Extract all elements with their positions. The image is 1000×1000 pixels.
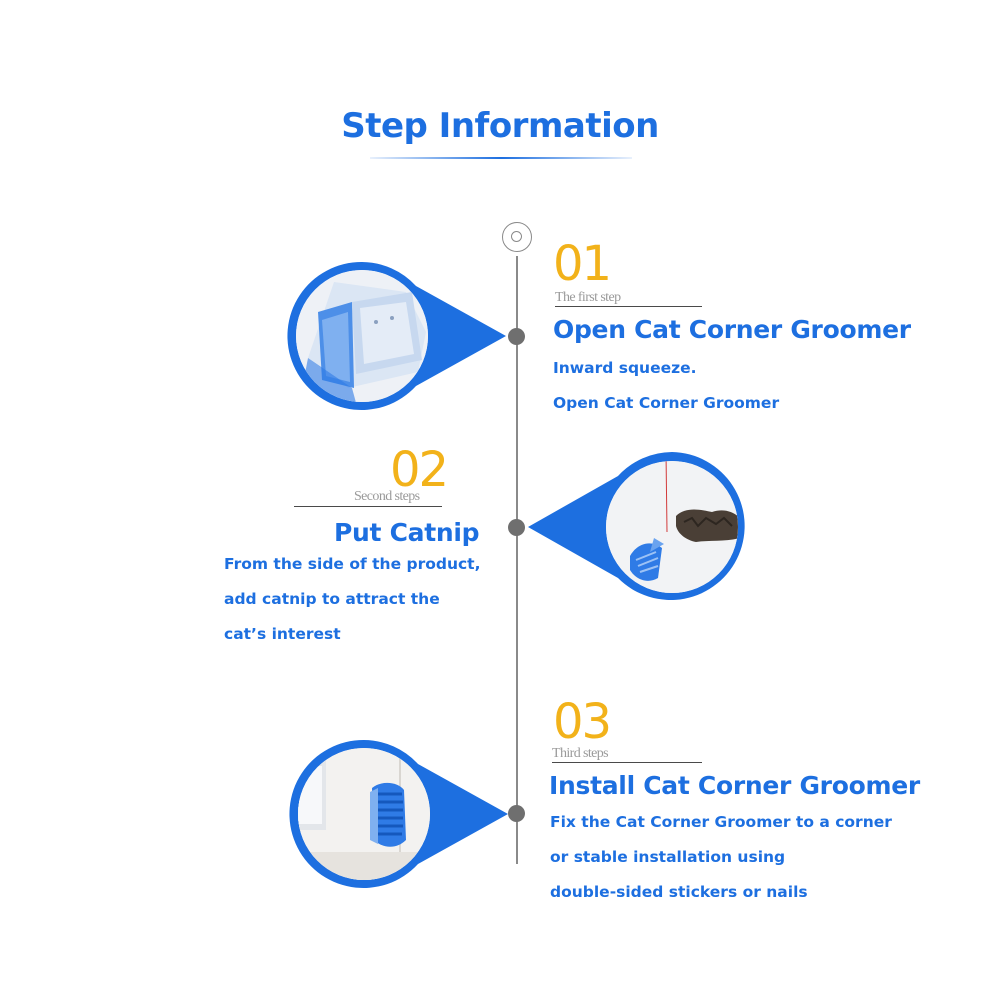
step-3-line-2: or stable installation using <box>550 848 786 866</box>
step-1-line-1: Inward squeeze. <box>553 359 697 377</box>
step-3-line-3: double-sided stickers or nails <box>550 883 808 901</box>
step-3-line-1: Fix the Cat Corner Groomer to a corner <box>550 813 892 831</box>
step-3-number: 03 <box>553 694 612 750</box>
timeline-line <box>516 256 518 864</box>
step-2-line-2: add catnip to attract the <box>224 590 440 608</box>
step-1-description: Inward squeeze. Open Cat Corner Groomer <box>553 351 779 421</box>
step-2-subtitle: Second steps <box>354 489 420 504</box>
step-2-heading: Put Catnip <box>334 518 480 547</box>
catnip-photo <box>528 452 745 600</box>
groomer-closed-photo <box>287 261 506 410</box>
step-1-subtitle-rule <box>555 306 702 307</box>
step-3-subtitle: Third steps <box>552 746 609 761</box>
step-2-description: From the side of the product, add catnip… <box>224 547 480 652</box>
step-1-line-2: Open Cat Corner Groomer <box>553 394 780 412</box>
step-3-subtitle-rule <box>552 762 702 763</box>
timeline-node-3 <box>508 805 525 822</box>
timeline-node-1 <box>508 328 525 345</box>
title-underline <box>370 157 632 159</box>
step-3-description: Fix the Cat Corner Groomer to a corner o… <box>550 805 892 910</box>
timeline-start-ring <box>502 222 532 252</box>
step-1-heading: Open Cat Corner Groomer <box>553 315 911 344</box>
step-2-subtitle-rule <box>294 506 442 507</box>
page-title: Step Information <box>341 106 659 146</box>
step-1-subtitle: The first step <box>555 290 621 305</box>
step-2-line-1: From the side of the product, <box>224 555 481 573</box>
step-2-line-3: cat’s interest <box>224 625 341 643</box>
step-1-number: 01 <box>553 236 612 292</box>
groomer-installed-photo <box>289 739 508 888</box>
step-3-heading: Install Cat Corner Groomer <box>549 771 920 800</box>
step-2-number: 02 <box>390 442 449 498</box>
timeline-node-2 <box>508 519 525 536</box>
